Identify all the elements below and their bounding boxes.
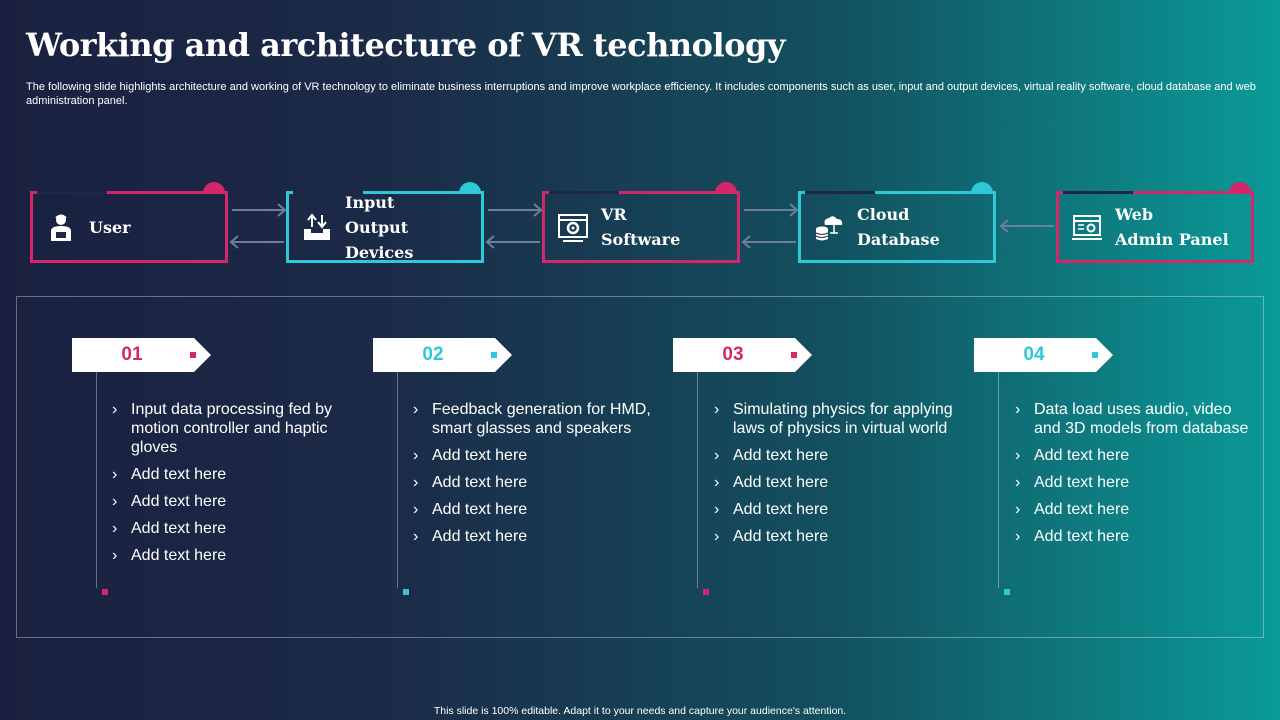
steps-panel (16, 296, 1264, 638)
step-number: 04 (1023, 344, 1045, 365)
step-line-end (403, 589, 409, 595)
list-item: Add text here (714, 527, 954, 546)
list-item: Add text here (1015, 500, 1255, 519)
card-tab-dot (1229, 182, 1251, 193)
card-tab-dot (971, 182, 993, 193)
page-subtitle: The following slide highlights architect… (26, 81, 1256, 107)
card-tab-dot (203, 182, 225, 193)
flow-card-label: VR Software (601, 205, 681, 249)
flow-card-cloud-database[interactable]: Cloud Database (798, 182, 996, 263)
step-list-04: Data load uses audio, video and 3D model… (1015, 400, 1255, 554)
step-number: 02 (422, 344, 444, 365)
step-marker (190, 352, 196, 358)
step-marker (791, 352, 797, 358)
flow-card-input-output[interactable]: Input Output Devices (286, 182, 484, 263)
arrow-io-to-vr (485, 203, 543, 249)
step-marker (491, 352, 497, 358)
step-tag-shape (72, 338, 211, 372)
list-item: Add text here (714, 500, 954, 519)
step-tag-03: 03 (673, 338, 812, 372)
list-item: Add text here (714, 446, 954, 465)
step-tag-01: 01 (72, 338, 211, 372)
list-item: Add text here (413, 473, 653, 492)
flow-card-label: User (89, 217, 131, 237)
step-tag-04: 04 (974, 338, 1113, 372)
step-tag-shape (373, 338, 512, 372)
arrow-vr-to-cloud (741, 203, 799, 249)
footer-note: This slide is 100% editable. Adapt it to… (433, 705, 847, 717)
flow-card-label: Cloud Database (857, 205, 940, 249)
step-number: 01 (121, 344, 143, 365)
list-item: Add text here (112, 519, 352, 538)
step-line-end (102, 589, 108, 595)
list-item: Add text here (1015, 527, 1255, 546)
list-item: Add text here (413, 527, 653, 546)
step-tag-02: 02 (373, 338, 512, 372)
input-output-icon (304, 213, 330, 240)
vr-software-icon (558, 214, 588, 242)
cloud-database-icon (815, 216, 843, 241)
arrow-user-to-io (229, 203, 287, 249)
step-line (697, 372, 698, 588)
step-line-end (703, 589, 709, 595)
arrow-admin-to-cloud (999, 219, 1054, 233)
list-item: Add text here (413, 446, 653, 465)
step-line-end (1004, 589, 1010, 595)
user-icon (51, 214, 71, 241)
step-line (998, 372, 999, 588)
list-item: Data load uses audio, video and 3D model… (1015, 400, 1255, 438)
step-marker (1092, 352, 1098, 358)
list-item: Add text here (714, 473, 954, 492)
list-item: Input data processing fed by motion cont… (112, 400, 352, 457)
step-list-03: Simulating physics for applying laws of … (714, 400, 954, 554)
list-item: Add text here (112, 492, 352, 511)
list-item: Add text here (413, 500, 653, 519)
web-admin-icon (1072, 215, 1102, 240)
step-line (96, 372, 97, 588)
flow-arrows (229, 203, 1054, 249)
list-item: Add text here (1015, 446, 1255, 465)
flow-card-label: Web Admin Panel (1115, 205, 1229, 249)
step-list-01: Input data processing fed by motion cont… (112, 400, 352, 573)
flow-card-web-admin[interactable]: Web Admin Panel (1056, 182, 1254, 263)
list-item: Add text here (1015, 473, 1255, 492)
step-line (397, 372, 398, 588)
step-list-02: Feedback generation for HMD, smart glass… (413, 400, 653, 554)
card-tab-dot (459, 182, 481, 193)
flow-card-user[interactable]: User (30, 182, 228, 263)
flow-card-vr-software[interactable]: VR Software (542, 182, 740, 263)
list-item: Simulating physics for applying laws of … (714, 400, 954, 438)
step-tag-shape (673, 338, 812, 372)
list-item: Add text here (112, 465, 352, 484)
list-item: Feedback generation for HMD, smart glass… (413, 400, 653, 438)
card-tab-dot (715, 182, 737, 193)
list-item: Add text here (112, 546, 352, 565)
step-number: 03 (722, 344, 744, 365)
step-tag-shape (974, 338, 1113, 372)
page-title: Working and architecture of VR technolog… (26, 26, 785, 64)
